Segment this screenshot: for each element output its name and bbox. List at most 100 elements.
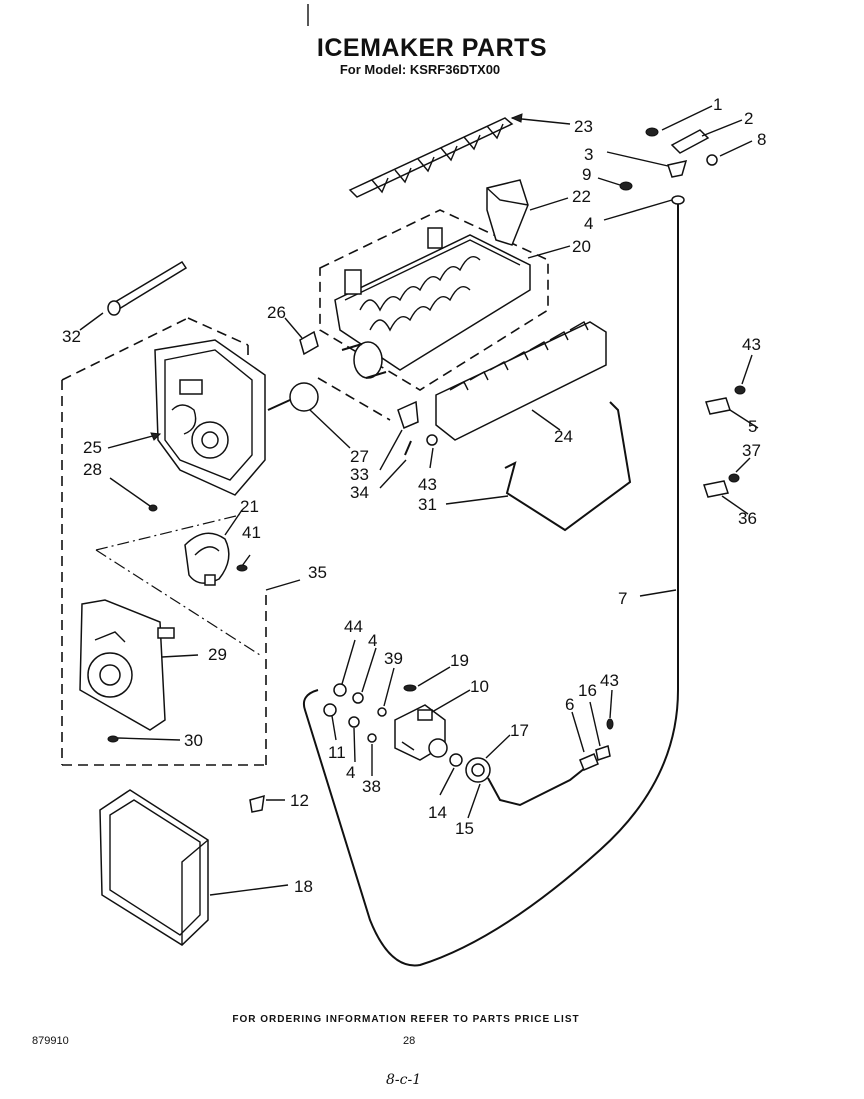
leader-39 xyxy=(383,667,395,707)
callout-2: 2 xyxy=(744,109,753,128)
leader-5 xyxy=(729,409,759,429)
callout-17: 17 xyxy=(510,721,529,740)
leader-29 xyxy=(161,654,199,658)
leader-4c xyxy=(353,727,356,763)
callout-30: 30 xyxy=(184,731,203,750)
callout-35: 35 xyxy=(308,563,327,582)
bracket-part xyxy=(397,400,438,456)
leader-27 xyxy=(309,409,351,449)
callout-31: 31 xyxy=(418,495,437,514)
callout-32: 32 xyxy=(62,327,81,346)
wire-nut-part xyxy=(249,794,265,813)
leader-9 xyxy=(597,177,621,186)
control-housing-part xyxy=(154,339,266,496)
callout-22: 22 xyxy=(572,187,591,206)
leader-17 xyxy=(485,734,511,759)
callout-24: 24 xyxy=(554,427,573,446)
callout-12: 12 xyxy=(290,791,309,810)
page-title: ICEMAKER PARTS xyxy=(316,34,548,62)
leader-8 xyxy=(719,140,753,157)
leader-7 xyxy=(639,589,677,597)
leader-44 xyxy=(341,639,356,685)
callout-43b: 43 xyxy=(742,335,761,354)
inlet-fitting-part xyxy=(465,757,491,783)
water-tube-part xyxy=(302,200,679,967)
leader-15 xyxy=(467,783,481,819)
callout-36: 36 xyxy=(738,509,757,528)
tube-nut-part xyxy=(579,718,614,771)
callout-8: 8 xyxy=(757,130,766,149)
document-number: 879910 xyxy=(32,1035,69,1047)
leader-26 xyxy=(284,317,303,339)
leader-43b xyxy=(741,354,753,385)
callout-38: 38 xyxy=(362,777,381,796)
leader-2 xyxy=(701,119,743,137)
mold-part xyxy=(334,227,531,379)
control-plate-part xyxy=(79,599,175,731)
leader-11 xyxy=(331,715,337,741)
leader-3 xyxy=(606,151,669,167)
callout-11: 11 xyxy=(328,743,346,762)
wire-tie-part xyxy=(107,260,188,316)
callout-27: 27 xyxy=(350,447,369,466)
shutoff-arm-part xyxy=(504,401,632,532)
leader-41 xyxy=(241,554,251,567)
callout-23: 23 xyxy=(574,117,593,136)
callout-43: 43 xyxy=(418,475,437,494)
callout-labels: 1 2 3 4 5 6 7 8 9 10 11 12 14 15 16 17 1… xyxy=(62,95,766,896)
callout-43c: 43 xyxy=(600,671,619,690)
motor-part xyxy=(184,532,230,586)
page-number: 28 xyxy=(403,1035,416,1047)
mold-dashed-outline xyxy=(319,209,549,391)
handwritten-note: 8-c-1 xyxy=(386,1072,422,1088)
leader-30 xyxy=(117,737,181,741)
callout-28: 28 xyxy=(83,460,102,479)
callout-10: 10 xyxy=(470,677,489,696)
callout-4c: 4 xyxy=(346,763,355,782)
leader-1 xyxy=(661,105,713,131)
stripper-part xyxy=(435,321,607,441)
leader-31 xyxy=(445,495,509,505)
tube-clamps-part xyxy=(703,385,746,498)
leader-36 xyxy=(721,495,749,515)
callout-9: 9 xyxy=(582,165,591,184)
callout-14: 14 xyxy=(428,803,447,822)
ejector-blade-part xyxy=(348,117,514,198)
leader-28 xyxy=(109,477,151,507)
leader-14 xyxy=(439,767,455,796)
leader-25 xyxy=(107,433,161,449)
fill-cup-part xyxy=(486,179,529,246)
callout-29: 29 xyxy=(208,645,227,664)
callout-34: 34 xyxy=(350,483,369,502)
leader-43c xyxy=(609,689,613,719)
leader-24 xyxy=(531,409,561,431)
callout-25: 25 xyxy=(83,438,102,457)
callout-33: 33 xyxy=(350,465,369,484)
leader-37 xyxy=(735,457,751,473)
callout-3: 3 xyxy=(584,145,593,164)
callout-16: 16 xyxy=(578,681,597,700)
callout-19: 19 xyxy=(450,651,469,670)
leader-18 xyxy=(209,884,289,896)
callout-7: 7 xyxy=(618,589,627,608)
cover-part xyxy=(99,789,209,946)
leader-35 xyxy=(265,579,301,591)
leader-16 xyxy=(589,701,601,747)
leader-4b xyxy=(361,647,377,693)
callout-39: 39 xyxy=(384,649,403,668)
callout-1: 1 xyxy=(713,95,722,114)
callout-41: 41 xyxy=(242,523,261,542)
callout-44: 44 xyxy=(344,617,363,636)
leader-20 xyxy=(527,245,571,259)
callout-15: 15 xyxy=(455,819,474,838)
leader-21 xyxy=(224,509,243,536)
callout-6: 6 xyxy=(565,695,574,714)
callout-4: 4 xyxy=(584,214,593,233)
leader-6 xyxy=(571,711,585,753)
leader-22 xyxy=(529,197,569,211)
inlet-tube-part xyxy=(487,767,586,807)
fill-tube-fittings-part xyxy=(619,127,718,205)
ordering-note: FOR ORDERING INFORMATION REFER TO PARTS … xyxy=(232,1014,580,1025)
